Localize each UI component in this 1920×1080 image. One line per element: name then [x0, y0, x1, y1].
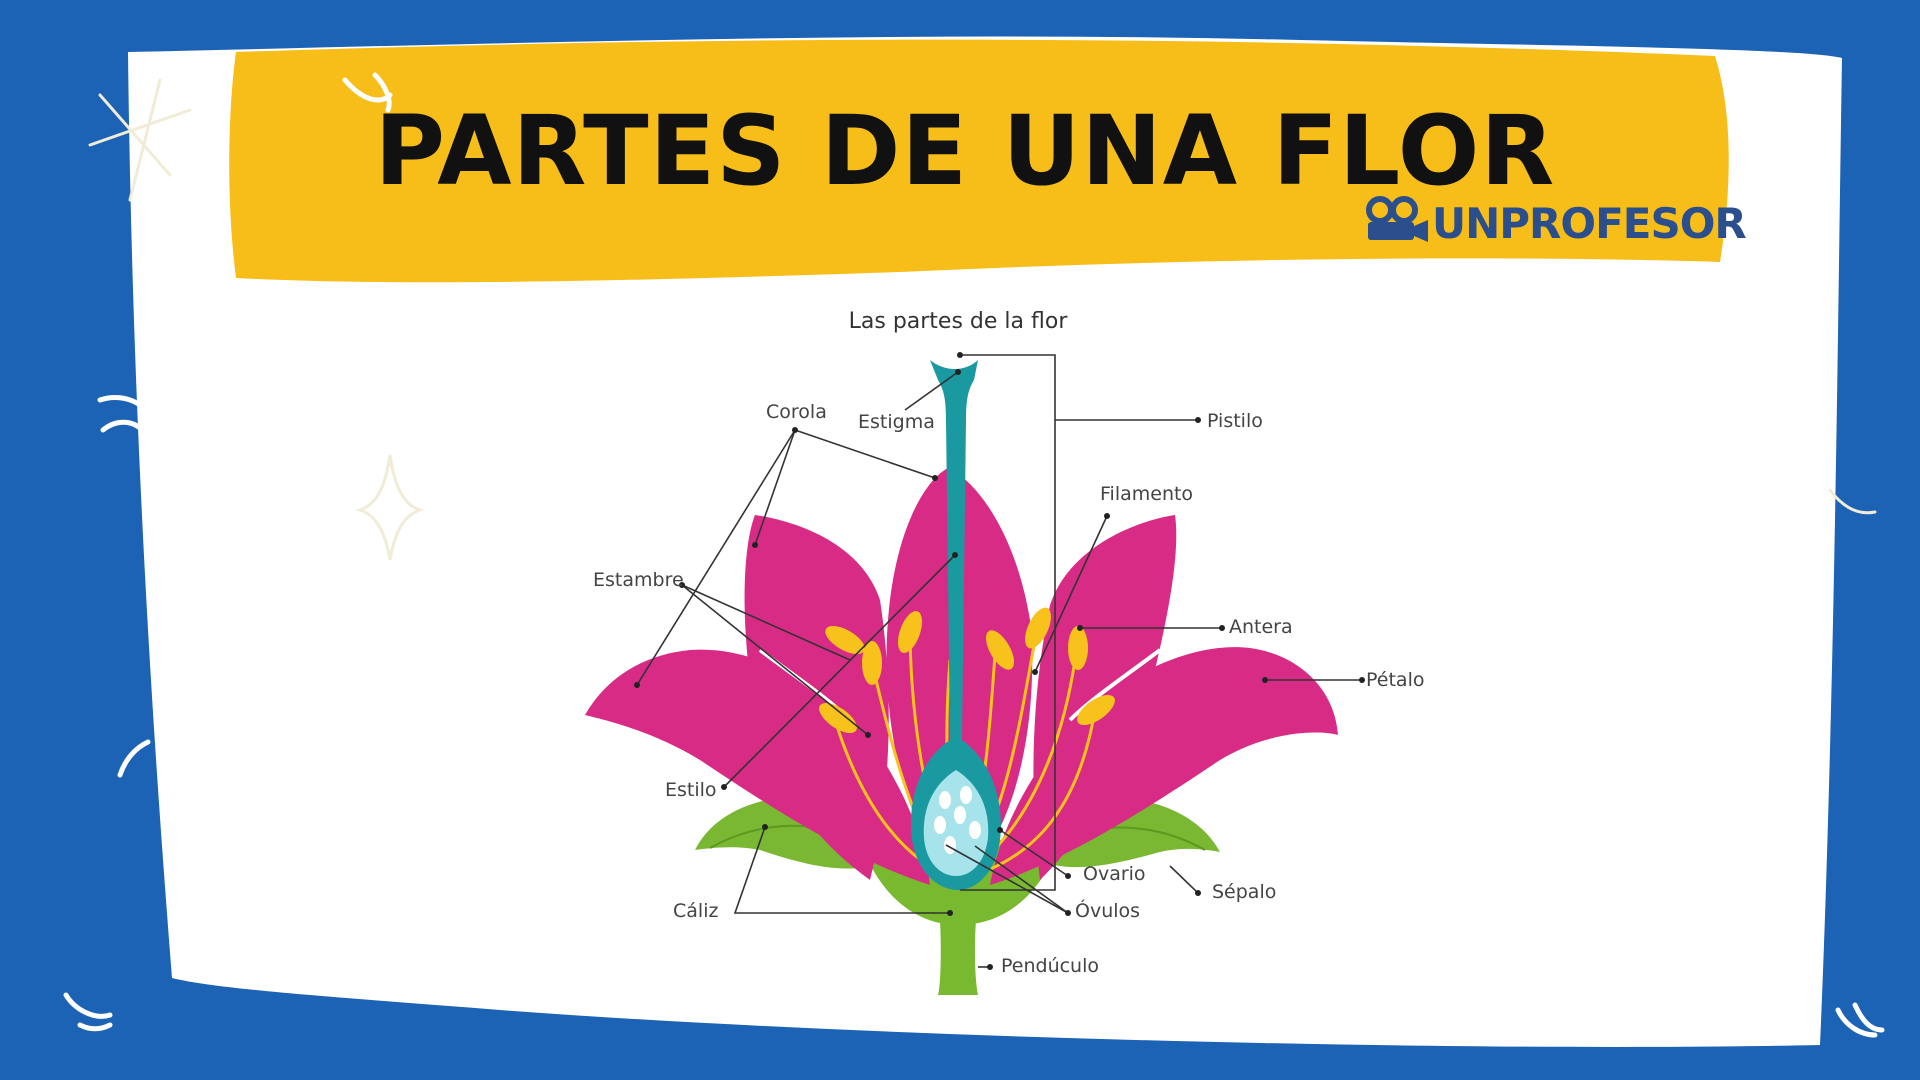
- label-ovulos: Óvulos: [1075, 898, 1140, 922]
- label-ovario: Ovario: [1083, 863, 1146, 885]
- title-banner: [229, 39, 1729, 283]
- label-estambre: Estambre: [593, 569, 684, 591]
- label-petalo: Pétalo: [1366, 669, 1424, 691]
- label-pistilo: Pistilo: [1207, 410, 1263, 432]
- label-sepalo: Sépalo: [1212, 881, 1276, 903]
- label-antera: Antera: [1229, 616, 1293, 638]
- label-estigma: Estigma: [858, 411, 935, 433]
- page-title: PARTES DE UNA FLOR: [375, 95, 1556, 207]
- pistil: [910, 360, 1001, 890]
- leader-lines: [634, 352, 1365, 970]
- anthers: [819, 607, 1115, 734]
- diagram-title: Las partes de la flor: [849, 309, 1069, 334]
- stem: [938, 920, 978, 995]
- petal-right: [990, 647, 1338, 885]
- brand-name: UNPROFESOR: [1432, 199, 1746, 248]
- sparkle-doodles: [63, 72, 1885, 1038]
- label-estilo: Estilo: [665, 779, 717, 801]
- flower-illustration: [585, 360, 1338, 995]
- label-penduculo: Pendúculo: [1001, 955, 1099, 977]
- label-filamento: Filamento: [1100, 483, 1193, 505]
- brand-logo: UNPROFESOR: [1366, 196, 1747, 248]
- part-labels: Corola Estigma Pistilo Filamento Estambr…: [593, 401, 1424, 977]
- petal-left: [585, 649, 930, 885]
- label-caliz: Cáliz: [673, 900, 718, 922]
- label-corola: Corola: [766, 401, 827, 423]
- film-camera-icon: [1366, 196, 1428, 242]
